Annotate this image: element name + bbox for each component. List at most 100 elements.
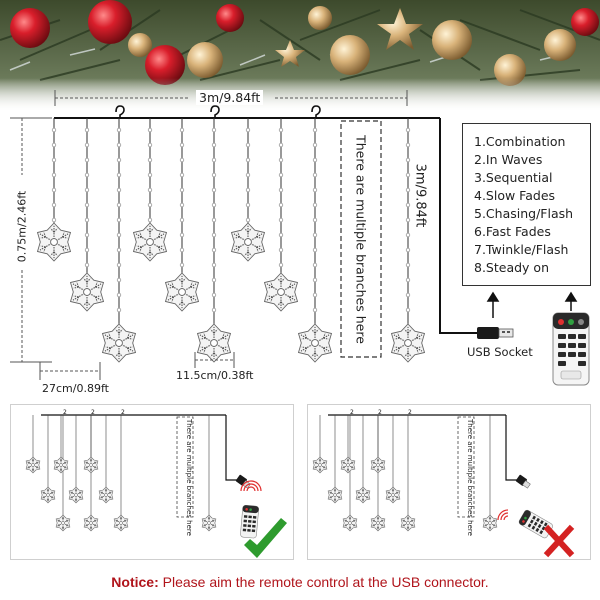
bulb [116,247,122,253]
bulb [84,202,90,208]
bulb [405,157,411,163]
bulb [312,217,318,223]
bulb [147,217,153,223]
bulb [405,232,411,238]
bulb [51,172,57,178]
bulb [116,232,122,238]
bulb [405,217,411,223]
bulb [147,142,153,148]
bulb [405,172,411,178]
bulb [312,292,318,298]
bulb [116,127,122,133]
bulb [116,307,122,313]
bulb [245,127,251,133]
bulb [84,217,90,223]
bulb [84,247,90,253]
bulb [245,202,251,208]
mode-item: 3.Sequential [474,170,553,185]
bulb [245,172,251,178]
bulb [211,307,217,313]
bulb [312,232,318,238]
bulb [116,202,122,208]
bulb [179,217,185,223]
svg-text:2: 2 [63,409,67,416]
panel-branch-note: There are multiple branches here [185,419,193,536]
bulb [84,172,90,178]
hook-icon [115,105,321,118]
bulb [51,187,57,193]
bulb [179,157,185,163]
bulb [278,127,284,133]
bulb [51,142,57,148]
bulb [245,187,251,193]
drop-label: 0.75m/2.46ft [15,183,29,270]
bulb [312,187,318,193]
bulb [116,262,122,268]
bulb [312,277,318,283]
bulb [405,187,411,193]
christmas-decor-banner [0,0,600,112]
bulb [405,202,411,208]
mode-item: 4.Slow Fades [474,188,556,203]
bulb [245,157,251,163]
bulb [312,172,318,178]
bulb [116,172,122,178]
bulb [211,127,217,133]
bulb [312,202,318,208]
bulb [51,127,57,133]
bulb [147,187,153,193]
mode-item: 7.Twinkle/Flash [474,242,569,257]
mode-item: 2.In Waves [474,152,543,167]
bulb [51,217,57,223]
notice-message: Please aim the remote control at the USB… [162,574,489,590]
bulb [179,247,185,253]
bulb [405,292,411,298]
bulb [312,127,318,133]
bulb [278,142,284,148]
bulb [116,187,122,193]
svg-text:2: 2 [378,409,382,416]
bulb [278,232,284,238]
bulb [179,232,185,238]
bulb [245,217,251,223]
bulb [211,157,217,163]
spacing-label-strand: 27cm/0.89ft [42,382,109,395]
bulb [278,157,284,163]
remote-control-icon [518,509,553,539]
signal-waves-icon [497,509,509,521]
bulb [211,142,217,148]
bulb [278,217,284,223]
bulb [179,262,185,268]
bulb [405,127,411,133]
bulb [116,292,122,298]
bulb [211,217,217,223]
bulb [147,202,153,208]
bulb [405,262,411,268]
bulb [179,127,185,133]
bulb [179,202,185,208]
bulb [147,157,153,163]
bulb [84,187,90,193]
bulb [405,307,411,313]
bulb [51,202,57,208]
length-label: 3m/9.84ft [412,163,428,228]
bulb [312,157,318,163]
bulb [179,172,185,178]
remote-control-icon [240,504,259,539]
usb-socket-label: USB Socket [467,345,533,359]
panel-branch-note: There are multiple branches here [466,419,474,536]
branch-note: There are multiple branches here [353,135,369,344]
bulb [312,247,318,253]
signal-waves-icon [240,480,262,492]
bulb [278,262,284,268]
bulb [211,202,217,208]
spacing-label-bulb: 11.5cm/0.38ft [176,369,254,382]
bulb [116,217,122,223]
curtain-light-diagram [10,90,590,386]
bulb [405,142,411,148]
bulb [278,172,284,178]
svg-text:2: 2 [91,409,95,416]
branch-note-box [340,120,382,358]
